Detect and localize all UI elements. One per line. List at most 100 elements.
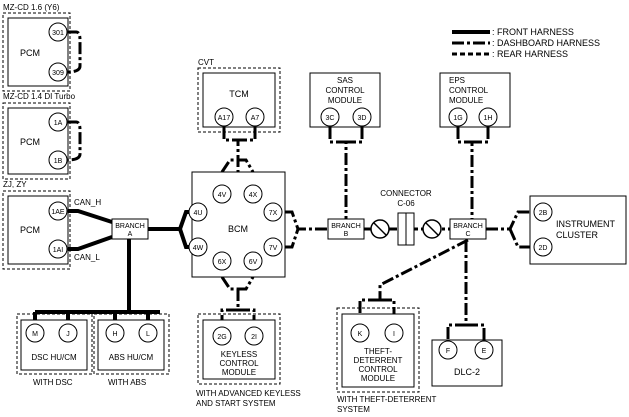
- pin-2g-label: 2G: [217, 334, 226, 341]
- cluster-2b-wire: [486, 210, 530, 231]
- pin-301-circle: [48, 22, 68, 42]
- pin-301-label: 301: [52, 30, 64, 37]
- keyless-label-3: MODULE: [222, 368, 256, 377]
- branch-a-label-2: A: [128, 231, 133, 238]
- pcm-mzcd16-group: MZ-CD 1.6 (Y6) PCM 301 309: [2, 3, 71, 92]
- sas-group: SAS CONTROL MODULE 3C 3D: [309, 72, 381, 128]
- variant-cvt-boundary: [197, 67, 281, 133]
- pin-j-label: J: [66, 331, 70, 338]
- pin-2b-label: 2B: [539, 210, 548, 217]
- pin-1h-label: 1H: [484, 115, 493, 122]
- bcm-label: BCM: [228, 224, 248, 234]
- pin-3d-label: 3D: [358, 115, 367, 122]
- pin-309-label: 309: [52, 70, 64, 77]
- pin-1h-circle: [478, 107, 498, 127]
- pin-a17-label: A17: [218, 115, 231, 122]
- theft-label-1: THEFT-: [364, 347, 392, 356]
- tcm-group: CVT TCM A17 A7: [197, 58, 281, 133]
- pin-l-circle: [138, 323, 158, 343]
- with-dsc-label: WITH DSC: [33, 378, 73, 387]
- pin-f-circle: [438, 340, 458, 360]
- eps-l-wire: [456, 127, 474, 220]
- tcm-r-wire: [238, 127, 257, 142]
- eps-label-3: MODULE: [449, 96, 483, 105]
- branchc-dlc-wire: [446, 240, 468, 340]
- theft-footnote-2: SYSTEM: [337, 405, 370, 414]
- pin-m-circle: [25, 323, 45, 343]
- instrument-cluster-label-1: INSTRUMENT: [556, 219, 615, 229]
- pin-4x-label: 4X: [249, 192, 258, 199]
- dsc-label: DSC HU/CM: [31, 353, 77, 362]
- pin-2d-label: 2D: [539, 245, 548, 252]
- pin-3c-label: 3C: [326, 115, 335, 122]
- pin-4u-label: 4U: [194, 210, 203, 217]
- pin-4u-circle: [188, 202, 208, 222]
- instrument-cluster-label-2: CLUSTER: [556, 230, 599, 240]
- pin-e-circle: [474, 340, 494, 360]
- tcm-l-wire: [222, 127, 240, 172]
- eps-r-wire: [472, 127, 490, 144]
- dsc-group: DSC HU/CM M J WITH DSC: [16, 313, 93, 387]
- pin-4w-circle: [188, 237, 208, 257]
- pin-a17-circle: [214, 107, 234, 127]
- pin-7x-circle: [263, 202, 283, 222]
- connector-c06: CONNECTOR C-06: [370, 189, 442, 246]
- pin-7v-label: 7V: [269, 245, 278, 252]
- pin-1ai-label: 1AI: [53, 247, 64, 254]
- legend-front-label: : FRONT HARNESS: [492, 27, 574, 37]
- legend-rear-label: : REAR HARNESS: [492, 49, 568, 59]
- connector-label-1: CONNECTOR: [380, 189, 432, 198]
- variant-mzcd14-boundary: [2, 102, 71, 180]
- theft-k-wire: [358, 298, 380, 322]
- theft-label-4: MODULE: [361, 374, 395, 383]
- eps-group: EPS CONTROL MODULE 1G 1H: [439, 72, 511, 128]
- theft-footnote-1: WITH THEFT-DETERRENT: [337, 395, 437, 404]
- can-h-label: CAN_H: [74, 198, 101, 207]
- pin-4w-label: 4W: [193, 245, 204, 252]
- pin-j-circle: [58, 323, 78, 343]
- variant-cvt-label: CVT: [198, 58, 214, 67]
- pin-3c-circle: [320, 107, 340, 127]
- variant-mzcd16-boundary: [2, 12, 71, 92]
- variant-mzcd14-label: MZ-CD 1.4 DI Turbo: [3, 92, 76, 101]
- abs-boundary: [93, 313, 170, 375]
- pin-l-label: L: [146, 331, 150, 338]
- branch-a-box: [111, 218, 149, 240]
- branch-b-label-2: B: [344, 231, 349, 238]
- pin-f-label: F: [446, 348, 450, 355]
- pin-1g-label: 1G: [453, 115, 462, 122]
- variant-zjzy-label: ZJ, ZY: [3, 180, 27, 189]
- abs-label: ABS HU/CM: [109, 353, 154, 362]
- theft-group: K I THEFT- DETERRENT CONTROL MODULE WITH…: [336, 307, 437, 414]
- pin-1ae-circle: [48, 201, 68, 221]
- pcm-zjzy-label: PCM: [20, 225, 40, 235]
- terminal-left-slash: [373, 222, 387, 236]
- pin-e-label: E: [482, 348, 487, 355]
- pin-3d-circle: [352, 107, 372, 127]
- bcm-7v-wire: [285, 228, 300, 249]
- pin-1ae-label: 1AE: [51, 209, 65, 216]
- keyless-r-wire: [238, 308, 256, 320]
- keyless-group: 2G 2I KEYLESS CONTROL MODULE WITH ADVANC…: [196, 313, 301, 408]
- branch-c-label-2: C: [465, 231, 470, 238]
- keyless-boundary: [197, 313, 281, 385]
- pin-4v-label: 4V: [218, 192, 227, 199]
- legend: : FRONT HARNESS : DASHBOARD HARNESS : RE…: [452, 27, 600, 59]
- bcm-keyless-wire: [220, 276, 255, 291]
- branch-b-label-1: BRANCH: [331, 223, 361, 230]
- dsc-boundary: [16, 313, 93, 375]
- pin-m-label: M: [32, 331, 38, 338]
- branch-a-label-1: BRANCH: [115, 223, 145, 230]
- pin-i-circle: [384, 323, 404, 343]
- theft-label-3: CONTROL: [358, 365, 398, 374]
- pin-6x-circle: [212, 251, 232, 271]
- bcm-box: [191, 171, 286, 278]
- dlc-e-wire: [466, 323, 486, 340]
- keyless-label-2: CONTROL: [219, 359, 259, 368]
- branch-c-box: [449, 218, 487, 240]
- pcm-mzcd16-label: PCM: [20, 48, 40, 58]
- pin-6x-label: 6X: [218, 259, 227, 266]
- pin-2i-label: 2I: [251, 334, 257, 341]
- pcm2-loop-wire: [66, 120, 82, 162]
- pcm-zjzy-group: ZJ, ZY PCM 1AE 1AI CAN_H CAN_L: [2, 180, 101, 270]
